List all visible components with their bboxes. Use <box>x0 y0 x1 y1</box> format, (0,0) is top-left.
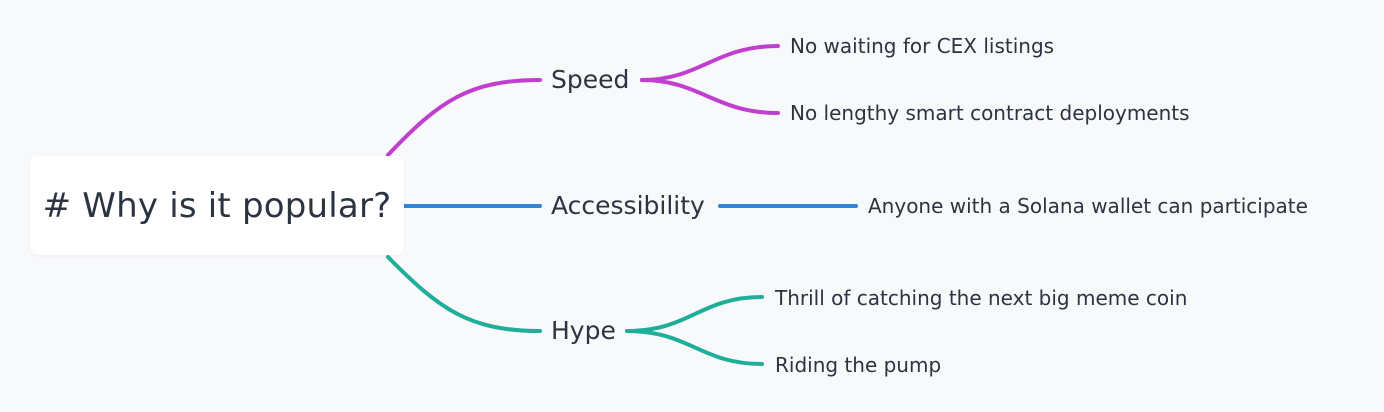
leaf-label: Riding the pump <box>775 353 942 377</box>
branch-label: Hype <box>551 316 616 345</box>
leaf-node-contract-deployments[interactable]: No lengthy smart contract deployments <box>790 100 1190 126</box>
edge-root-hype <box>386 255 542 333</box>
branch-node-hype[interactable]: Hype <box>551 316 616 346</box>
leaf-node-riding-pump[interactable]: Riding the pump <box>775 352 941 378</box>
edge-hype-child-1 <box>625 329 764 366</box>
edge-speed-child-1 <box>640 78 780 115</box>
leaf-node-solana-wallet[interactable]: Anyone with a Solana wallet can particip… <box>868 193 1308 219</box>
leaf-label: No lengthy smart contract deployments <box>790 101 1190 125</box>
branch-node-accessibility[interactable]: Accessibility <box>551 191 705 221</box>
edge-speed-child-0 <box>640 44 780 82</box>
leaf-label: Anyone with a Solana wallet can particip… <box>868 194 1308 218</box>
edge-root-speed <box>386 78 542 157</box>
leaf-node-meme-coin[interactable]: Thrill of catching the next big meme coi… <box>775 285 1187 311</box>
leaf-node-cex-listings[interactable]: No waiting for CEX listings <box>790 33 1054 59</box>
edge-hype-child-0 <box>625 295 764 333</box>
leaf-label: Thrill of catching the next big meme coi… <box>775 286 1188 310</box>
root-node[interactable]: # Why is it popular? <box>30 156 404 255</box>
branch-node-speed[interactable]: Speed <box>551 65 629 95</box>
branch-label: Speed <box>551 65 630 94</box>
leaf-label: No waiting for CEX listings <box>790 34 1055 58</box>
root-node-label: # Why is it popular? <box>42 185 392 226</box>
branch-label: Accessibility <box>551 191 705 220</box>
